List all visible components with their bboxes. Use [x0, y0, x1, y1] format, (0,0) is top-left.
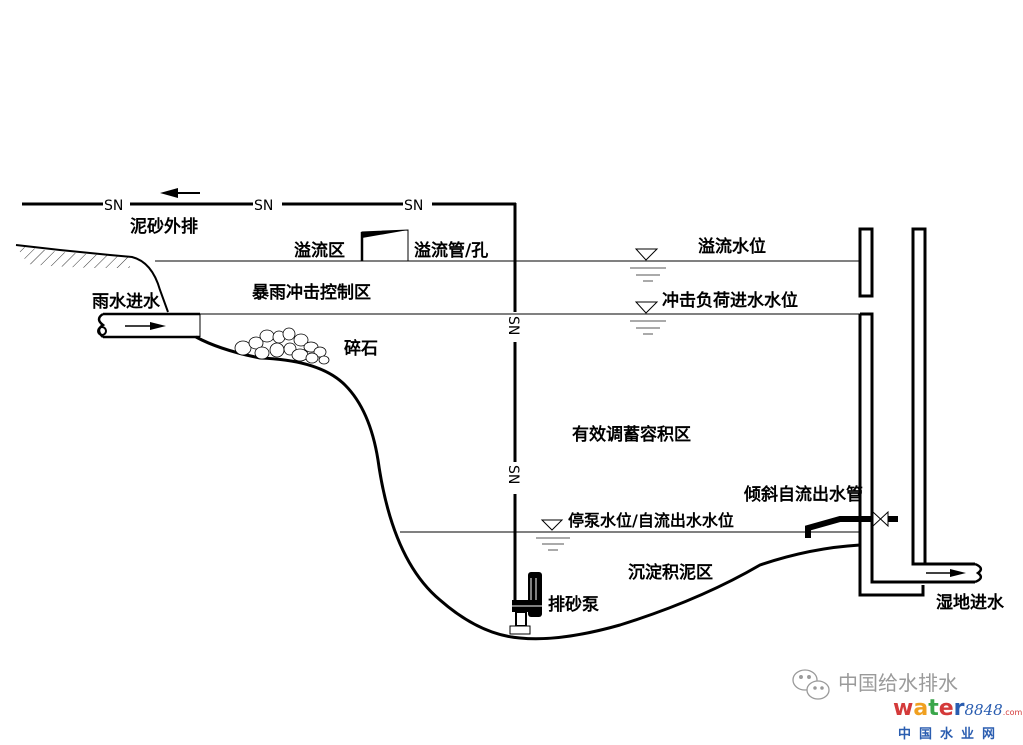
water-level-symbol-icon	[630, 248, 666, 282]
label-rain-inlet: 雨水进水	[92, 291, 161, 312]
overflow-weir	[360, 229, 409, 261]
watermark-brand-cn: 中国水业网	[898, 726, 1003, 742]
sand-pump-icon	[509, 572, 542, 635]
valve-icon	[872, 510, 889, 528]
watermark: 中国给水排水 water8848.com 中国水业网	[792, 669, 1023, 742]
label-gravel: 碎石	[344, 338, 378, 359]
label-effective-storage: 有效调蓄容积区	[572, 424, 691, 445]
flow-arrow-left-icon	[160, 188, 200, 198]
pipe-code-sn-5: SN	[505, 465, 521, 484]
water-level-symbol-icon	[630, 301, 666, 335]
ground-hatch	[15, 244, 169, 313]
gravel-pile	[234, 327, 330, 365]
brand-e: e	[939, 696, 954, 721]
label-storm-control-zone: 暴雨冲击控制区	[251, 282, 371, 303]
label-sludge-discharge: 泥砂外排	[130, 216, 198, 237]
label-impact-level: 冲击负荷进水水位	[662, 290, 798, 311]
label-sediment-zone: 沉淀积泥区	[628, 562, 713, 583]
label-sand-pump: 排砂泵	[548, 594, 599, 615]
tank-bottom-profile	[195, 335, 861, 641]
brand-t: t	[928, 696, 939, 721]
label-wetland-inlet: 湿地进水	[936, 592, 1005, 613]
brand-com: .com	[1003, 708, 1023, 717]
sludge-discharge-pipe	[22, 202, 517, 610]
flow-arrow-right-icon	[125, 322, 166, 330]
brand-a: a	[913, 696, 928, 721]
rain-inlet-pipe	[97, 312, 201, 339]
brand-w: w	[893, 696, 913, 721]
label-overflow-pipe: 溢流管/孔	[414, 240, 488, 261]
brand-r: r	[954, 696, 965, 721]
label-stop-pump-level: 停泵水位/自流出水水位	[568, 511, 734, 530]
watermark-brand: water8848.com	[893, 696, 1023, 721]
pipe-code-sn-4: SN	[505, 316, 521, 335]
inclined-outlet-pipe	[805, 516, 898, 538]
tank-wall	[858, 227, 975, 597]
watermark-account: 中国给水排水	[838, 671, 958, 695]
pipe-code-sn-2: SN	[254, 198, 273, 214]
pipe-code-sn-1: SN	[104, 198, 123, 214]
label-overflow-zone: 溢流区	[294, 240, 345, 261]
label-overflow-level: 溢流水位	[698, 236, 766, 257]
water-level-symbol-icon	[536, 519, 570, 551]
wechat-icon	[792, 669, 830, 700]
wetland-outlet-pipe	[926, 562, 983, 584]
brand-num: 8848	[965, 701, 1003, 719]
label-outlet-pipe: 倾斜自流出水管	[743, 484, 863, 505]
pipe-code-sn-3: SN	[404, 198, 423, 214]
